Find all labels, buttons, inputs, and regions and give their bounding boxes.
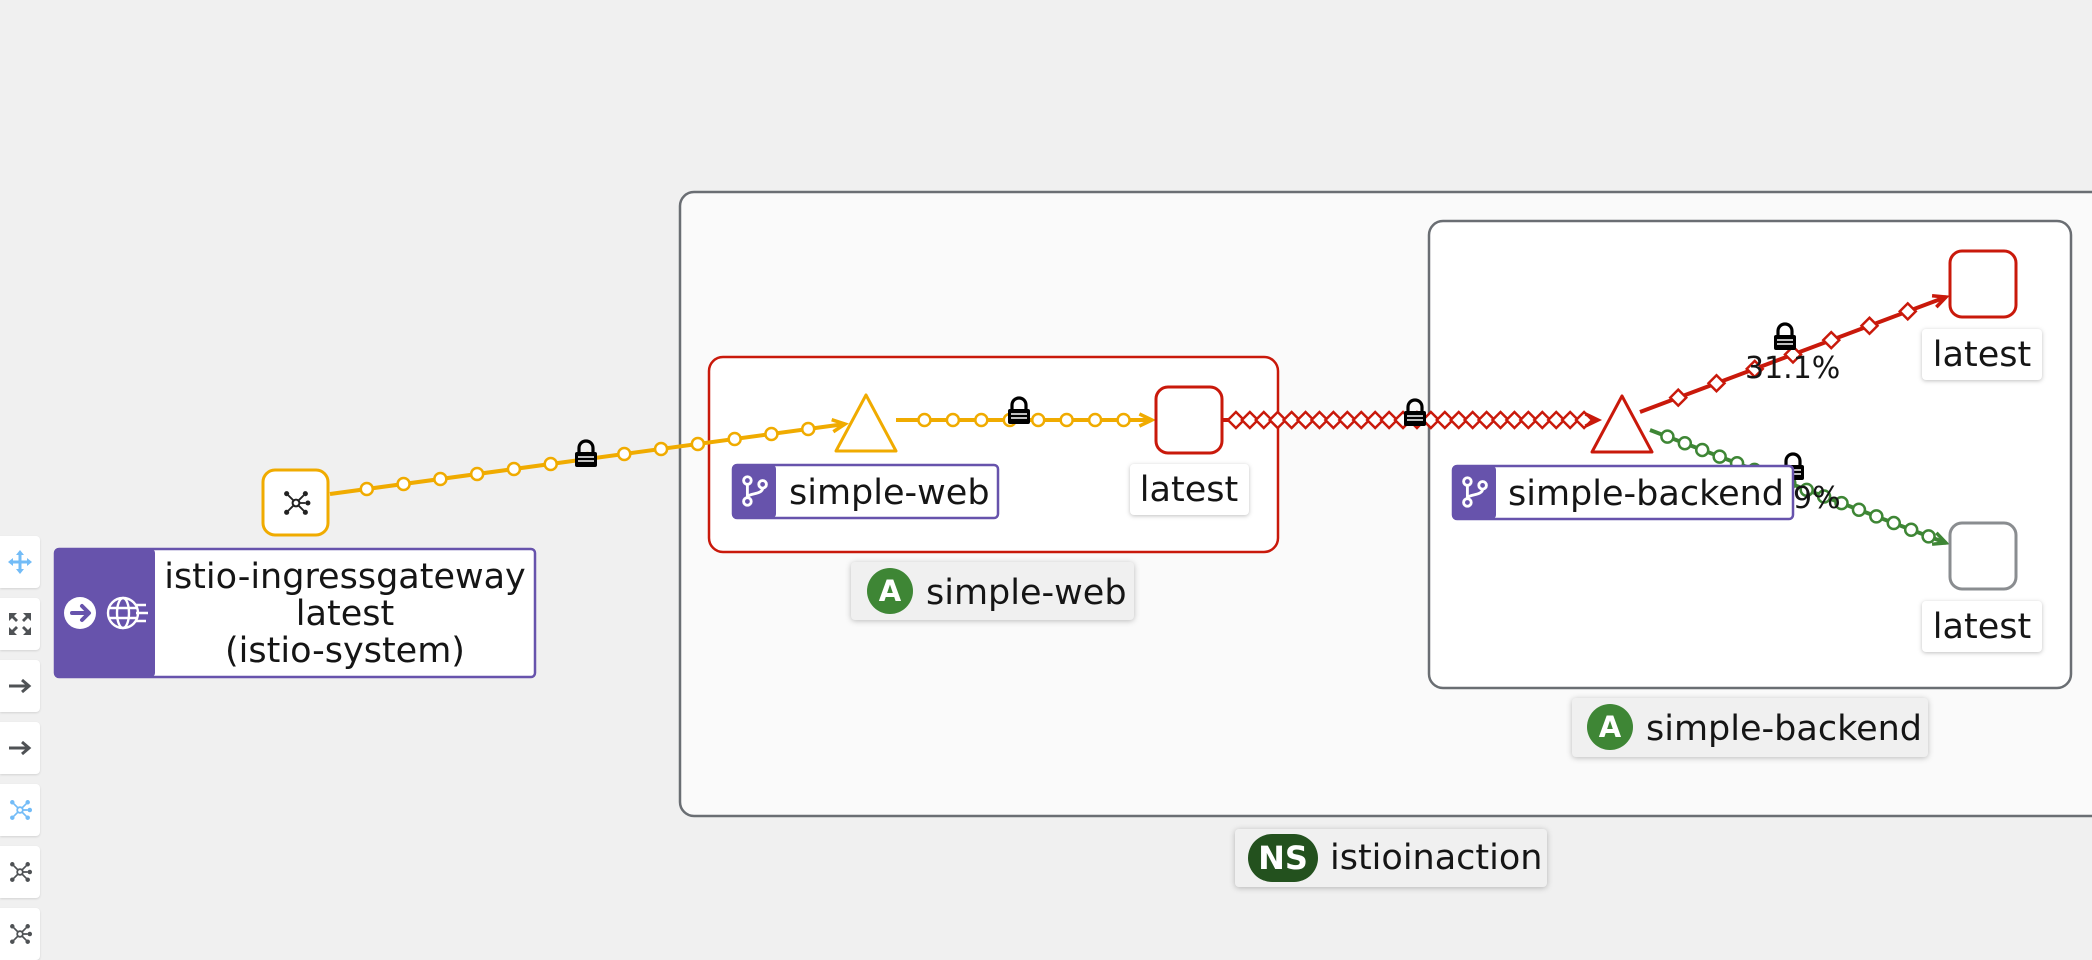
- service-label-text: simple-backend: [1508, 474, 1784, 514]
- traffic-dot: [469, 466, 485, 482]
- edge-arrow: [1584, 412, 1603, 428]
- workload-node-backend-v2[interactable]: [1948, 521, 2018, 591]
- gateway-version: latest: [296, 594, 394, 634]
- traffic-dot: [433, 471, 448, 487]
- traffic-dot: [617, 446, 632, 462]
- workload-label-text: latest: [1933, 335, 2031, 375]
- traffic-dot: [1886, 515, 1902, 531]
- lock-icon: [573, 439, 599, 469]
- edge-percent-label: 9%: [1793, 481, 1841, 516]
- traffic-diamond: [1897, 301, 1918, 322]
- workload-label-text: latest: [1140, 470, 1238, 510]
- traffic-dot: [1694, 442, 1710, 458]
- traffic-diamond: [1668, 387, 1689, 408]
- pan-button[interactable]: [0, 536, 40, 588]
- traffic-dot: [1677, 436, 1693, 451]
- edge-arrow: [1931, 293, 1950, 309]
- traffic-dot: [1834, 495, 1849, 511]
- traffic-dot: [764, 426, 779, 442]
- layout-button-3[interactable]: [0, 784, 40, 836]
- traffic-dot: [945, 412, 961, 428]
- service-label-text: simple-web: [789, 473, 990, 513]
- edge-arrow: [1138, 412, 1157, 428]
- edge-backend-to-v1[interactable]: [1639, 293, 1950, 414]
- traffic-dot: [1087, 412, 1103, 428]
- traffic-dot: [1030, 412, 1046, 428]
- edges: [329, 293, 1950, 546]
- traffic-dot: [1059, 412, 1074, 428]
- traffic-dot: [917, 412, 932, 428]
- traffic-dot: [1116, 412, 1131, 428]
- app-label-text: simple-web: [926, 573, 1127, 613]
- workload-label: [1922, 329, 2042, 380]
- traffic-dot: [1921, 529, 1936, 544]
- app-badge: [867, 568, 913, 614]
- traffic-diamond: [1821, 330, 1842, 350]
- expand-icon: [9, 613, 31, 635]
- traffic-dot: [974, 412, 989, 428]
- traffic-dot: [396, 476, 411, 492]
- edge-arrow: [1931, 531, 1950, 546]
- arrow-right-icon: [70, 604, 91, 622]
- app-badge: [1587, 704, 1633, 750]
- arrow-right-icon: [9, 740, 32, 756]
- traffic-dot: [1816, 489, 1832, 504]
- traffic-dot: [800, 421, 816, 437]
- layout-button-2[interactable]: [0, 722, 40, 774]
- workload-node-backend-v1[interactable]: [1948, 249, 2018, 319]
- traffic-dot: [359, 481, 375, 497]
- traffic-dot: [1851, 502, 1867, 518]
- graph-layout-icon: [10, 800, 33, 820]
- service-node-simple-backend[interactable]: [1590, 394, 1654, 454]
- move-icon: [8, 550, 32, 574]
- traffic-dot: [506, 461, 522, 477]
- traffic-dot: [1903, 522, 1919, 537]
- app-label-simple-web: [851, 562, 1134, 620]
- app-badge-text: A: [1599, 710, 1622, 744]
- layout-button-4[interactable]: [0, 846, 40, 898]
- edge-percent-label: 31.1%: [1745, 351, 1840, 386]
- traffic-diamond: [1706, 373, 1727, 394]
- graph-layout-icon: [10, 924, 33, 944]
- layout-button-1[interactable]: [0, 660, 40, 712]
- globe-icon: [106, 596, 148, 630]
- gateway-name: istio-ingressgateway: [164, 557, 526, 597]
- gateway-node[interactable]: [261, 468, 330, 537]
- workload-label: [1130, 464, 1249, 515]
- service-node-simple-web[interactable]: [834, 393, 898, 453]
- gateway-namespace: (istio-system): [225, 631, 465, 671]
- app-label-simple-backend: [1572, 698, 1928, 757]
- app-badge-text: A: [879, 574, 902, 608]
- workload-label-text: latest: [1933, 607, 2031, 647]
- namespace-label-text: istioinaction: [1330, 838, 1542, 878]
- namespace-badge-text: NS: [1258, 839, 1308, 877]
- app-label-text: simple-backend: [1646, 709, 1922, 749]
- traffic-diamond: [1859, 315, 1880, 336]
- edge-arrow: [831, 418, 849, 434]
- traffic-dot: [1869, 509, 1884, 524]
- namespace-badge: [1248, 834, 1318, 882]
- traffic-dot: [543, 456, 558, 472]
- traffic-diamond: [1744, 359, 1765, 379]
- arrow-right-icon: [9, 678, 32, 694]
- traffic-dot: [1660, 429, 1675, 444]
- traffic-dot: [690, 436, 706, 452]
- traffic-dot: [727, 431, 742, 447]
- traffic-dot: [1712, 449, 1727, 464]
- traffic-dot: [1799, 482, 1814, 498]
- workload-label: [1922, 601, 2042, 652]
- workload-node-simple-web[interactable]: [1154, 385, 1224, 455]
- gateway-label-icon-panel: [55, 549, 155, 677]
- traffic-dot: [653, 441, 669, 457]
- app-box-simple-backend[interactable]: [1427, 219, 2073, 690]
- fit-to-screen-button[interactable]: [0, 598, 40, 650]
- layout-button-5[interactable]: [0, 908, 40, 960]
- graph-layout-icon: [10, 862, 33, 882]
